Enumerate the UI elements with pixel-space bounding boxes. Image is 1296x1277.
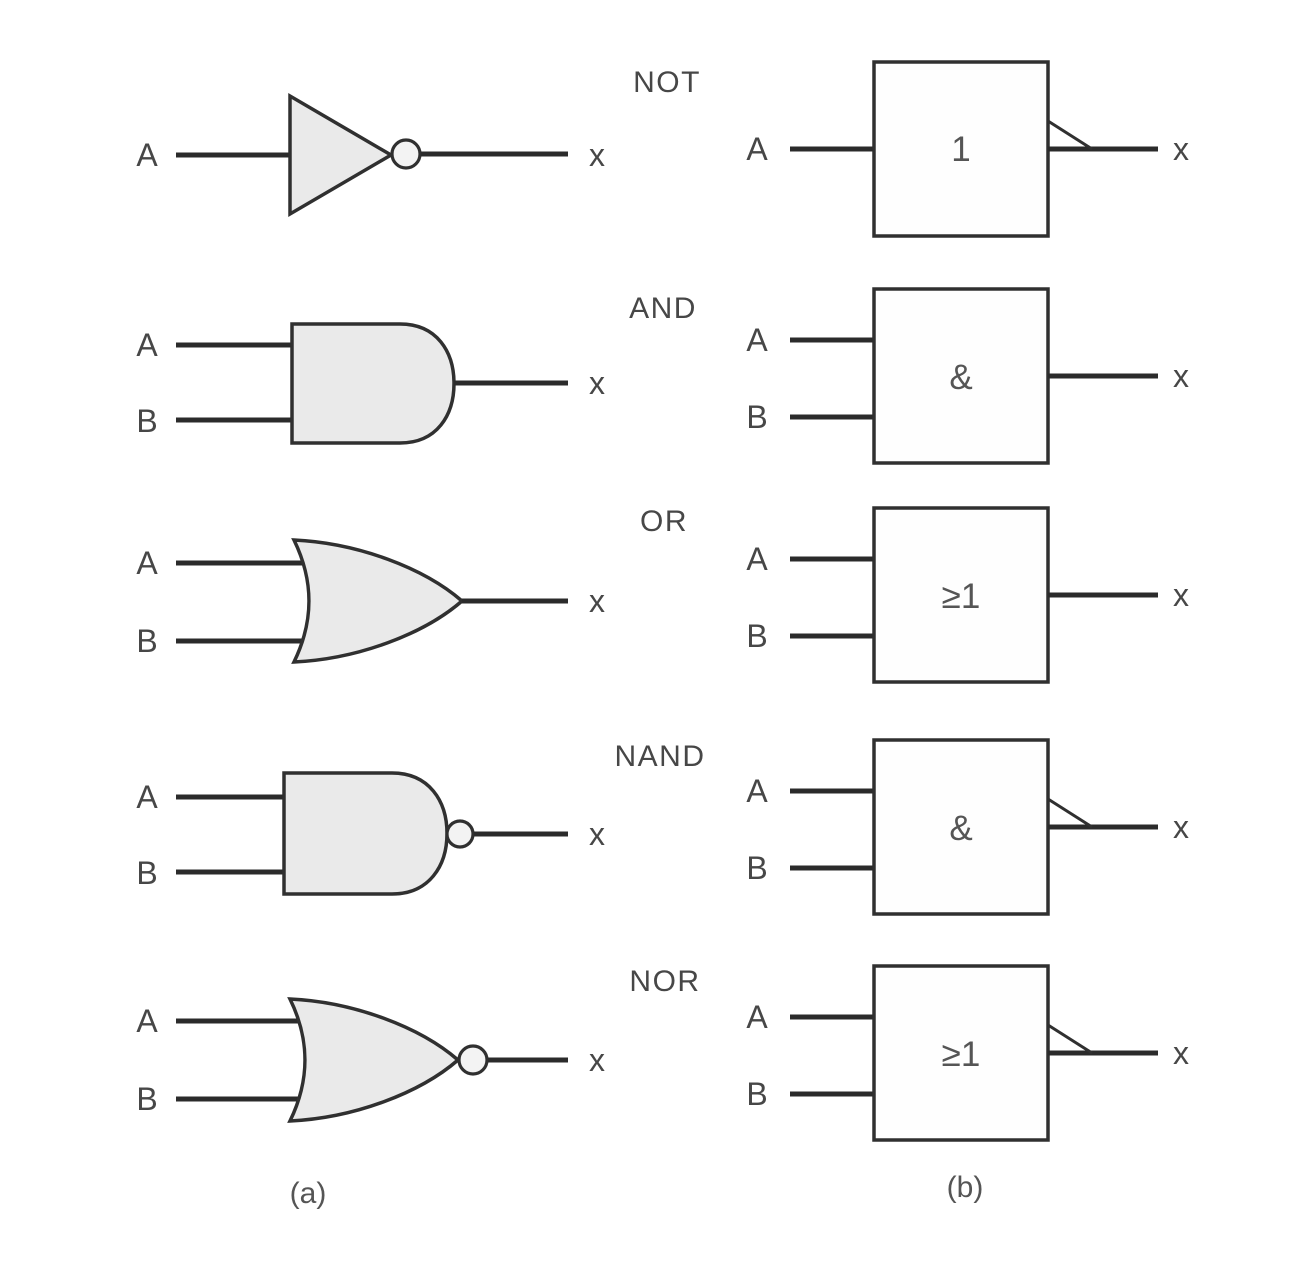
iec-input-label-a: A [746,541,768,577]
nand-gate-shape [282,771,449,896]
iec-input-label-b: B [746,399,767,435]
gate-name-label: OR [640,505,688,538]
iec-box [872,506,1050,684]
output-label: x [589,137,605,173]
iec-symbol-label: ≥1 [942,577,981,616]
iec-input-label-a: A [746,999,768,1035]
iec-box [872,287,1050,465]
gate-name-label: NOR [629,965,700,998]
iec-input-label-a: A [746,322,768,358]
input-label-a: A [136,327,158,363]
row-not: NOT A x A 1 x [136,60,1189,238]
or-gate-shape [291,538,465,664]
row-nor: NOR A B x A B ≥1 x [136,964,1189,1142]
caption-b: (b) [947,1171,984,1204]
gate-name-label: AND [629,292,697,325]
iec-output-label: x [1173,131,1189,167]
input-label-a: A [136,1003,158,1039]
row-nand: NAND A B x A B & x [136,738,1189,916]
iec-output-label: x [1173,809,1189,845]
iec-box [872,964,1050,1142]
nor-inversion-bubble [457,1044,489,1076]
and-gate-shape [290,322,456,445]
iec-input-label-b: B [746,850,767,886]
iec-negation-mark [1047,119,1093,151]
nand-inversion-bubble [445,819,475,849]
iec-negation-mark [1047,797,1093,829]
output-label: x [589,583,605,619]
input-label-b: B [136,623,157,659]
iec-input-label-a: A [746,131,768,167]
iec-input-label-b: B [746,1076,767,1112]
output-label: x [589,365,605,401]
input-label-a: A [136,137,158,173]
input-label-b: B [136,403,157,439]
iec-symbol-label: & [949,358,972,397]
iec-input-label-a: A [746,773,768,809]
not-inversion-bubble [390,138,422,170]
not-triangle-shape [288,92,395,218]
input-label-a: A [136,779,158,815]
output-label: x [589,1042,605,1078]
input-label-b: B [136,855,157,891]
iec-box [872,738,1050,916]
iec-input-label-b: B [746,618,767,654]
iec-output-label: x [1173,577,1189,613]
input-label-b: B [136,1081,157,1117]
iec-symbol-label: & [949,809,972,848]
iec-output-label: x [1173,358,1189,394]
iec-negation-mark [1047,1023,1093,1055]
nor-gate-shape [287,997,461,1123]
gate-name-label: NAND [614,740,705,773]
output-label: x [589,816,605,852]
row-and: AND A B x A B & x [136,287,1189,465]
iec-box [872,60,1050,238]
iec-output-label: x [1173,1035,1189,1071]
gate-name-label: NOT [633,66,701,99]
row-or: OR A B x A B ≥1 x [136,505,1189,684]
input-label-a: A [136,545,158,581]
caption-a: (a) [290,1177,327,1210]
iec-symbol-label: ≥1 [942,1035,981,1074]
iec-symbol-label: 1 [951,130,970,169]
